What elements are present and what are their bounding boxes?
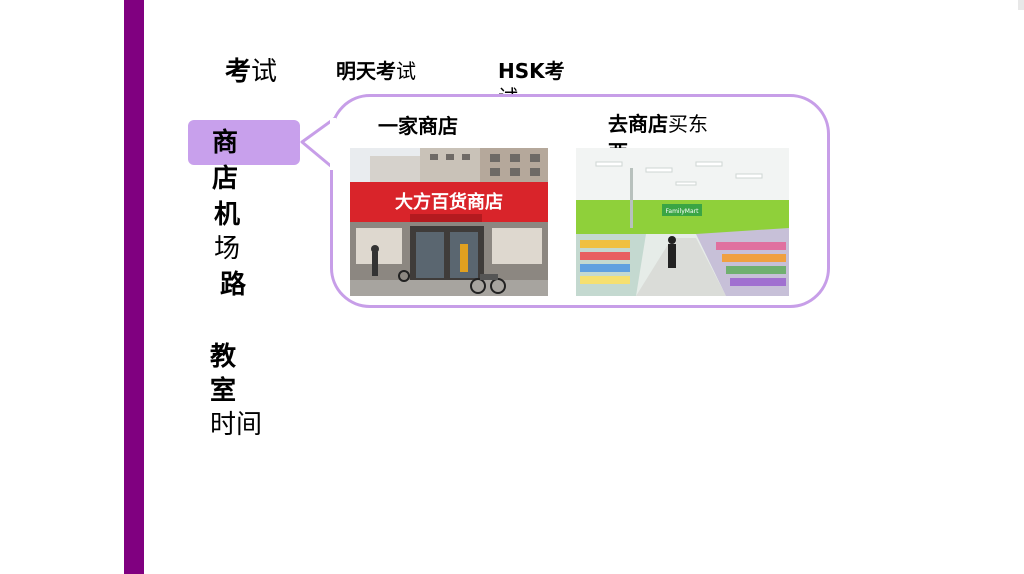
word-shijian: 时间 — [210, 410, 263, 440]
phrase1-normal: 试 — [396, 59, 416, 83]
phrase-mingtian-kaoshi: 明天考试 — [336, 58, 416, 84]
vocab-kaoshi-bold: 考 — [225, 57, 252, 87]
word-jiao: 教 — [210, 342, 237, 372]
vocab-kaoshi: 考试 — [225, 55, 277, 89]
word-ji: 机 — [214, 200, 241, 230]
store-sign-text: 大方百货商店 — [395, 191, 503, 213]
shop-sign-text: FamilyMart — [666, 208, 700, 215]
label2-normal-1: 买东 — [668, 112, 708, 136]
phrase1-bold: 明天考 — [336, 59, 396, 83]
label2-bold: 去商店 — [608, 112, 668, 136]
word-dian: 店 — [212, 164, 239, 194]
corner-mark — [1018, 0, 1024, 10]
bubble-label-yijia-shangdian: 一家商店 — [378, 114, 458, 138]
word-lu: 路 — [220, 270, 247, 300]
bubble-tail-seam — [330, 118, 336, 170]
vocab-kaoshi-normal: 试 — [251, 57, 278, 87]
highlight-tab — [188, 120, 300, 165]
word-shi: 室 — [210, 376, 237, 406]
word-chang: 场 — [214, 234, 241, 264]
phrase2-bold: HSK考 — [498, 59, 565, 83]
bubble-tail — [300, 114, 339, 174]
left-accent-bar — [124, 0, 144, 574]
storefront-photo: 大方百货商店 — [350, 148, 548, 296]
word-shang: 商 — [212, 128, 239, 158]
shop-interior-photo: FamilyMart — [576, 148, 789, 296]
